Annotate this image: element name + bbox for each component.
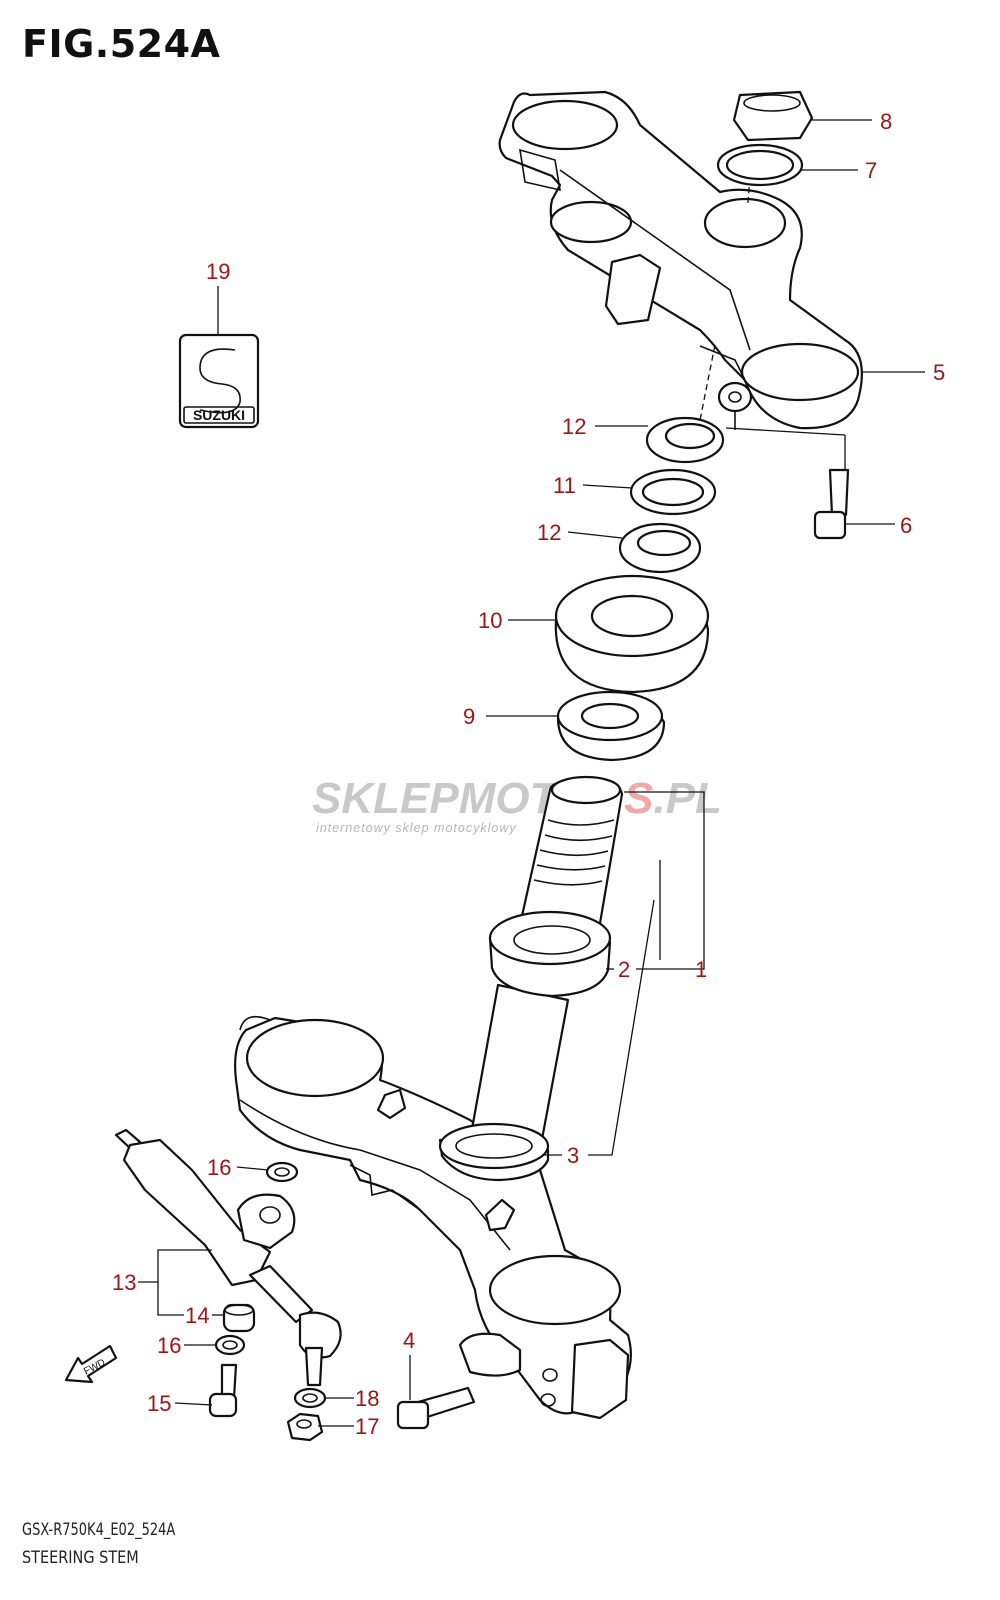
- callout-13: 13: [112, 1270, 136, 1295]
- callout-3: 3: [567, 1143, 579, 1168]
- upper-bracket: [498, 90, 863, 470]
- part-16-washer-upper: [265, 1161, 299, 1183]
- part-12-upper-nut: [645, 416, 725, 464]
- part-17-nut: [286, 1412, 324, 1442]
- callout-12-upper: 12: [562, 414, 586, 439]
- callout-5: 5: [933, 360, 945, 385]
- model-code: GSX-R750K4_E02_524A: [22, 1520, 176, 1540]
- callout-6: 6: [900, 513, 912, 538]
- part-19-emblem: SUZUKI: [178, 333, 260, 429]
- part-13-damper: [114, 1128, 342, 1387]
- part-11-washer: [629, 468, 717, 516]
- emblem-text: SUZUKI: [193, 407, 245, 423]
- part-3-race: [438, 1122, 550, 1182]
- watermark-brand: SKLEPMOTOGS.PL: [312, 774, 722, 823]
- callout-labels: 1 2 3 4 5 6 7 8 9 10 11 12 12 13 14 15 1…: [112, 109, 945, 1439]
- callout-11: 11: [553, 473, 576, 498]
- callout-16-upper: 16: [207, 1155, 231, 1180]
- part-15-bolt: [208, 1363, 238, 1418]
- part-10-seal: [554, 574, 710, 694]
- part-4-bolt: [396, 1386, 476, 1430]
- part-1-steering-stem: [468, 775, 624, 1152]
- callout-17: 17: [355, 1414, 379, 1439]
- figure-title: FIG.524A: [22, 22, 221, 66]
- callout-15: 15: [147, 1391, 171, 1416]
- part-2-seal: [488, 910, 612, 998]
- callout-10: 10: [478, 608, 502, 633]
- part-7-washer: [716, 143, 804, 187]
- part-8-nut: [732, 90, 814, 142]
- leader-lines: [138, 119, 925, 1427]
- callout-4: 4: [403, 1328, 415, 1353]
- section-name: STEERING STEM: [22, 1548, 139, 1568]
- callout-14: 14: [185, 1303, 209, 1328]
- callout-8: 8: [880, 109, 892, 134]
- callout-7: 7: [865, 158, 877, 183]
- watermark-tagline: internetowy sklep motocyklowy: [316, 821, 517, 835]
- part-6-bolt: [813, 468, 850, 540]
- lower-bracket: [234, 1015, 632, 1420]
- part-18-washer: [293, 1387, 327, 1409]
- callout-16-lower: 16: [157, 1333, 181, 1358]
- watermark: SKLEPMOTOGS.PL internetowy sklep motocyk…: [312, 774, 722, 835]
- callout-19: 19: [206, 259, 230, 284]
- part-12-lower-nut: [618, 522, 702, 574]
- callout-2: 2: [618, 957, 630, 982]
- fwd-label: FWD: [82, 1357, 107, 1377]
- part-14-bush: [222, 1303, 256, 1333]
- part-16-washer-lower: [214, 1334, 246, 1356]
- callout-1: 1: [695, 957, 707, 982]
- callout-9: 9: [463, 704, 475, 729]
- callout-18: 18: [355, 1386, 379, 1411]
- part-9-bearing: [556, 690, 666, 762]
- callout-12-lower: 12: [537, 520, 561, 545]
- fwd-arrow: FWD: [64, 1344, 118, 1384]
